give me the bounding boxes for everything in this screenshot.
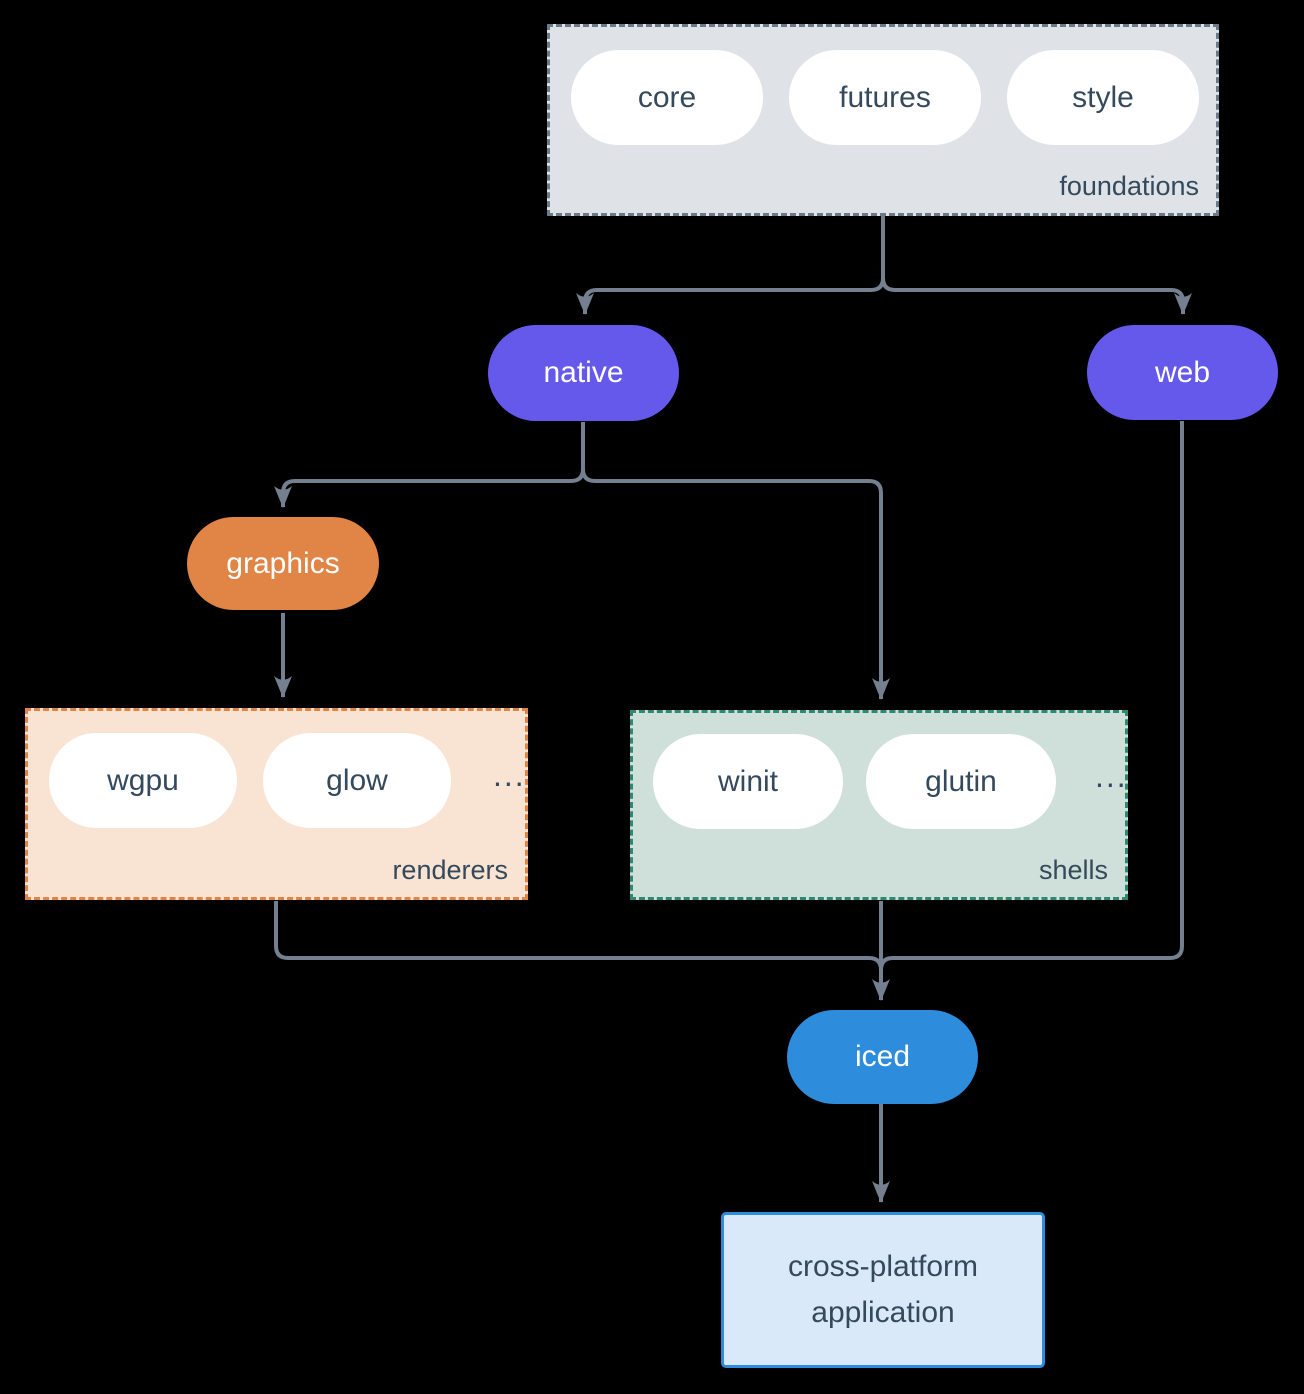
group-label-shells: shells [1038,855,1108,885]
pill-glow: glow [263,733,451,828]
node-graphics: graphics [187,517,379,610]
pill-glutin: glutin [866,734,1056,829]
shells-pill-row: winit glutin ... [633,713,1128,829]
group-label-renderers: renderers [392,855,508,885]
group-shells: winit glutin ... shells [630,710,1128,900]
renderers-pill-row: wgpu glow ... [28,711,525,828]
edge-renderers-to-merge [274,901,883,978]
edge-foundations-to-native [576,216,885,315]
pill-style: style [1007,50,1199,145]
pill-core: core [571,50,763,145]
edge-native-to-shells [581,422,890,700]
pill-wgpu: wgpu [49,733,237,828]
group-label-foundations: foundations [1059,171,1199,201]
pill-winit: winit [653,734,843,829]
pill-futures: futures [789,50,981,145]
node-native: native [488,325,679,421]
group-foundations: core futures style foundations [547,24,1219,216]
node-iced: iced [787,1010,978,1104]
shells-ellipsis: ... [1095,758,1128,794]
edge-foundations-to-web [881,216,1192,315]
renderers-ellipsis: ... [493,757,526,793]
group-renderers: wgpu glow ... renderers [25,708,528,900]
node-cross-platform-application: cross-platform application [721,1212,1045,1368]
foundations-pill-row: core futures style [550,27,1216,145]
application-label-line2: application [811,1296,955,1329]
application-label-line1: cross-platform [787,1249,979,1283]
node-web: web [1087,325,1278,420]
edge-native-to-graphics [274,422,585,508]
